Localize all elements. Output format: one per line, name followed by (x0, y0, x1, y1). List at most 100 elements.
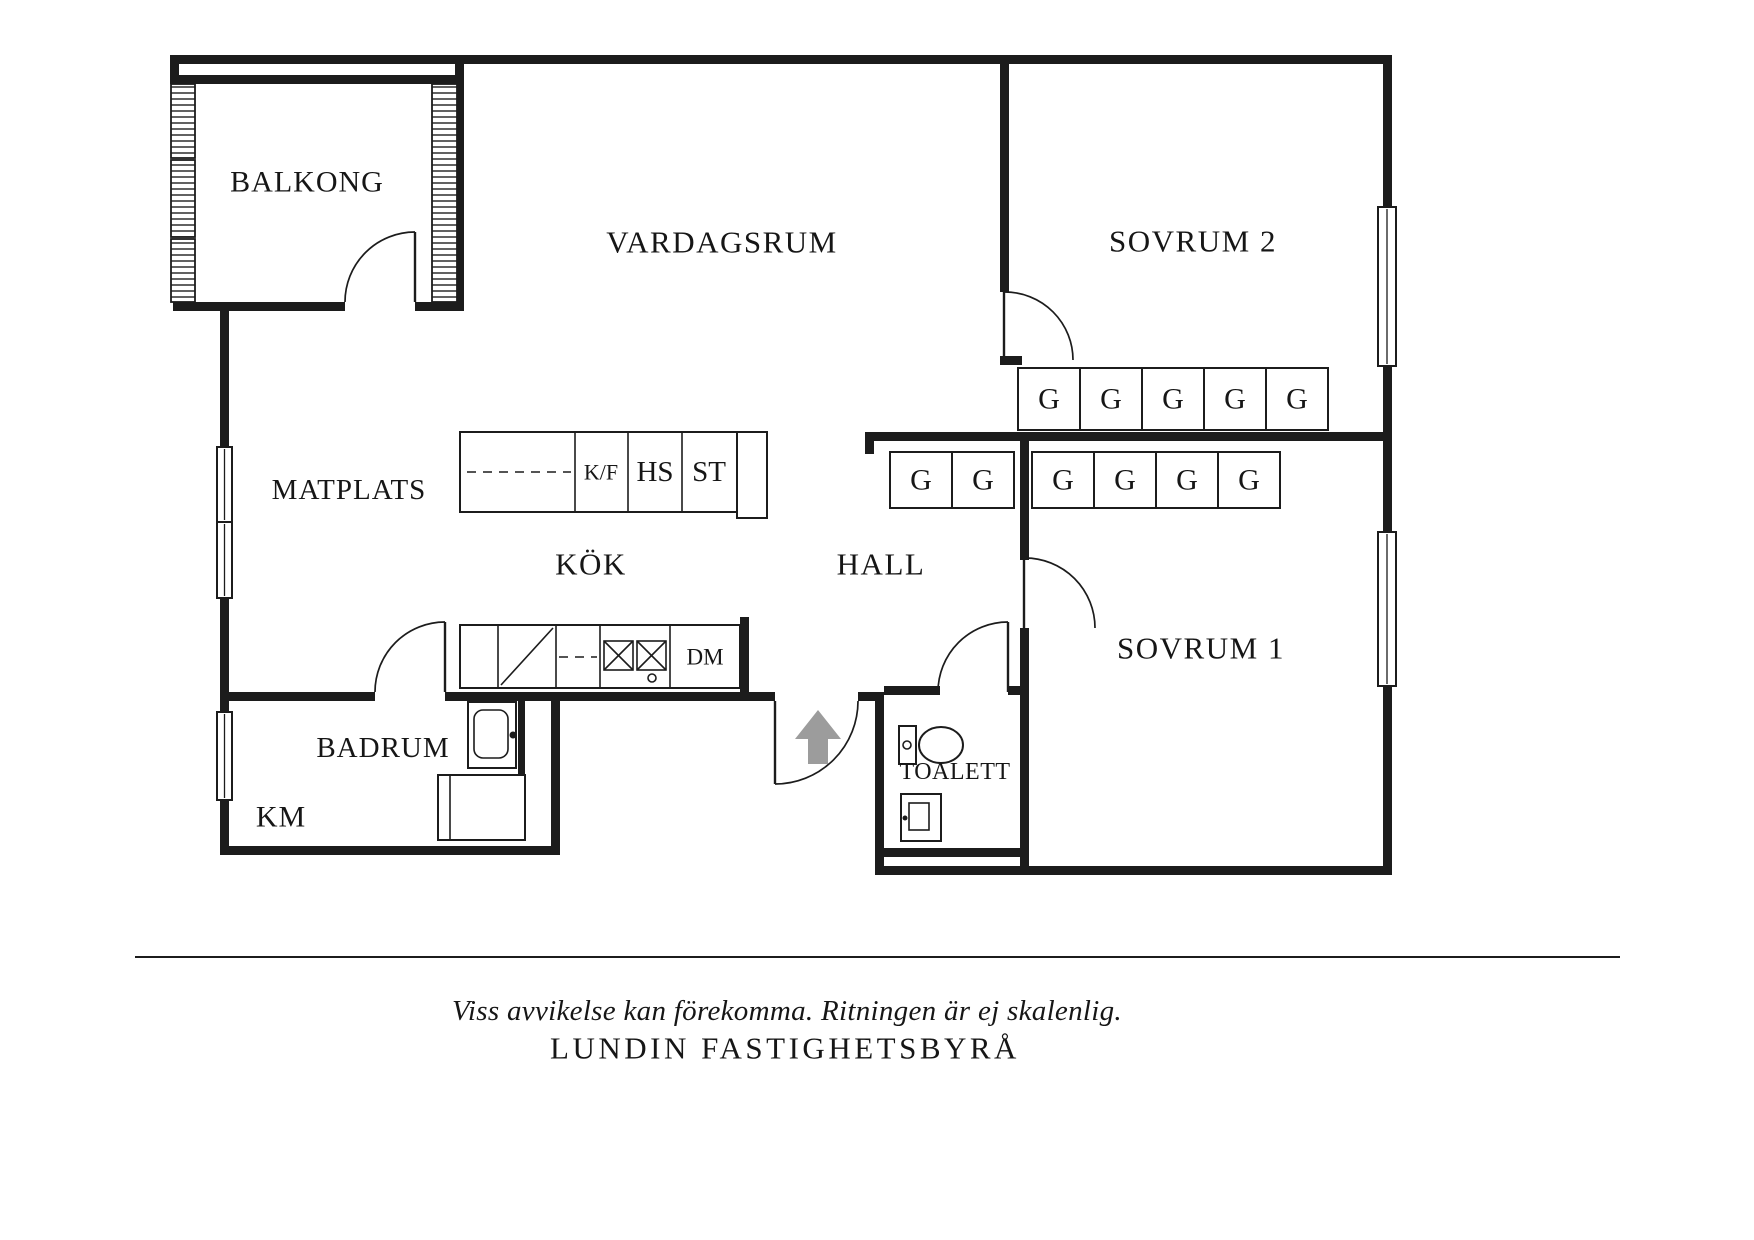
wall-segment (1000, 55, 1009, 292)
room-label-hall: HALL (837, 547, 926, 582)
wall-segment (220, 846, 560, 855)
wall-segment (884, 686, 940, 695)
wardrobe-box (1093, 451, 1157, 509)
sink-symbol (500, 627, 554, 686)
wall-segment (1000, 356, 1022, 365)
cabinet-hs-label: HS (636, 456, 673, 488)
room-label-sovrum2: SOVRUM 2 (1109, 224, 1277, 259)
wall-segment (170, 55, 1392, 64)
wardrobe-box (1217, 451, 1281, 509)
room-label-balkong: BALKONG (230, 166, 384, 199)
wall-segment (170, 55, 179, 84)
window (216, 521, 233, 599)
wardrobe-box (1031, 451, 1095, 509)
wardrobe-box (889, 451, 953, 509)
room-label-badrum: BADRUM (316, 732, 449, 764)
door-entrance (773, 700, 859, 785)
room-label-km: KM (256, 801, 306, 834)
shower-closet (437, 774, 526, 841)
footer-disclaimer: Viss avvikelse kan förekomma. Ritningen … (452, 995, 1122, 1027)
door-sovrum2 (1002, 291, 1074, 361)
windows (216, 206, 1397, 801)
wall-segment (173, 302, 345, 311)
railing-segment (431, 83, 458, 303)
balcony-railing (170, 83, 458, 303)
room-label-sovrum1: SOVRUM 1 (1117, 631, 1285, 666)
wall-segment (1020, 441, 1029, 560)
room-labels: BALKONG VARDAGSRUM SOVRUM 2 MATPLATS KÖK… (230, 166, 1285, 834)
wall-segment (551, 692, 560, 855)
wall-segment (884, 848, 1029, 857)
wardrobe-label: G (1100, 383, 1122, 416)
wardrobe-label: G (910, 464, 932, 497)
wardrobe-box (1155, 451, 1219, 509)
wardrobe-label: G (1238, 464, 1260, 497)
wardrobe-box (1141, 367, 1205, 431)
toilet-sink (900, 793, 942, 842)
wardrobe-box (951, 451, 1015, 509)
wall-segment (415, 302, 464, 311)
wall-segment (220, 692, 375, 701)
room-label-kok: KÖK (555, 547, 627, 582)
wardrobe-label: G (1224, 383, 1246, 416)
kitchen-counter-lower: DM (459, 624, 741, 689)
wall-segment (1383, 366, 1392, 532)
footer: Viss avvikelse kan förekomma. Ritningen … (135, 956, 1620, 1066)
door-badrum (374, 621, 447, 693)
bathroom-sink (467, 701, 517, 769)
wardrobe-label: G (972, 464, 994, 497)
wardrobe-label: G (1162, 383, 1184, 416)
railing-segment (170, 238, 196, 303)
wall-segment (1383, 55, 1392, 207)
window (1377, 206, 1397, 367)
doors (344, 231, 1096, 785)
stove-symbol (603, 640, 667, 683)
wardrobe-label: G (1114, 464, 1136, 497)
wardrobe-box (1265, 367, 1329, 431)
wall-segment (740, 617, 749, 701)
vent-shaft (736, 431, 768, 519)
window (216, 711, 233, 801)
wardrobe-label: G (1176, 464, 1198, 497)
room-label-vardagsrum: VARDAGSRUM (606, 225, 838, 260)
toilet-symbol (898, 725, 964, 765)
wall-segment (1020, 695, 1029, 866)
wall-segment (518, 692, 525, 777)
wall-segment (455, 55, 464, 311)
door-toalett (937, 621, 1010, 693)
bathroom-fixtures (437, 701, 526, 841)
wall-segment (875, 695, 884, 875)
window (216, 446, 233, 523)
wardrobe-label: G (1038, 383, 1060, 416)
wardrobe-label: G (1286, 383, 1308, 416)
fridge-freezer-label: K/F (584, 460, 618, 485)
room-label-toalett: TOALETT (899, 759, 1010, 785)
wall-segment (220, 598, 229, 712)
wall-segment (865, 432, 874, 454)
window (1377, 531, 1397, 687)
wall-segment (875, 866, 1392, 875)
wall-segment (858, 692, 884, 701)
wall-segment (865, 432, 1392, 441)
cabinet-st-label: ST (692, 456, 726, 488)
wall-segment (1383, 686, 1392, 875)
wardrobe-box (1079, 367, 1143, 431)
railing-segment (170, 83, 196, 159)
wardrobes: G G G G G G G G G G G (889, 367, 1329, 509)
door-sovrum1 (1022, 557, 1096, 629)
walls (170, 55, 1392, 875)
wall-segment (445, 692, 775, 701)
footer-brand: LUNDIN FASTIGHETSBYRÅ (550, 1031, 1020, 1066)
railing-segment (170, 159, 196, 238)
dishwasher-label: DM (686, 645, 723, 670)
wardrobe-label: G (1052, 464, 1074, 497)
kitchen-counter-upper: K/F HS ST (459, 431, 768, 519)
toilet-fixtures (898, 725, 964, 842)
wall-segment (220, 800, 229, 846)
wall-segment (220, 302, 229, 447)
entrance-arrow-icon (795, 710, 841, 764)
wall-segment (1020, 628, 1029, 695)
room-label-matplats: MATPLATS (272, 474, 427, 506)
